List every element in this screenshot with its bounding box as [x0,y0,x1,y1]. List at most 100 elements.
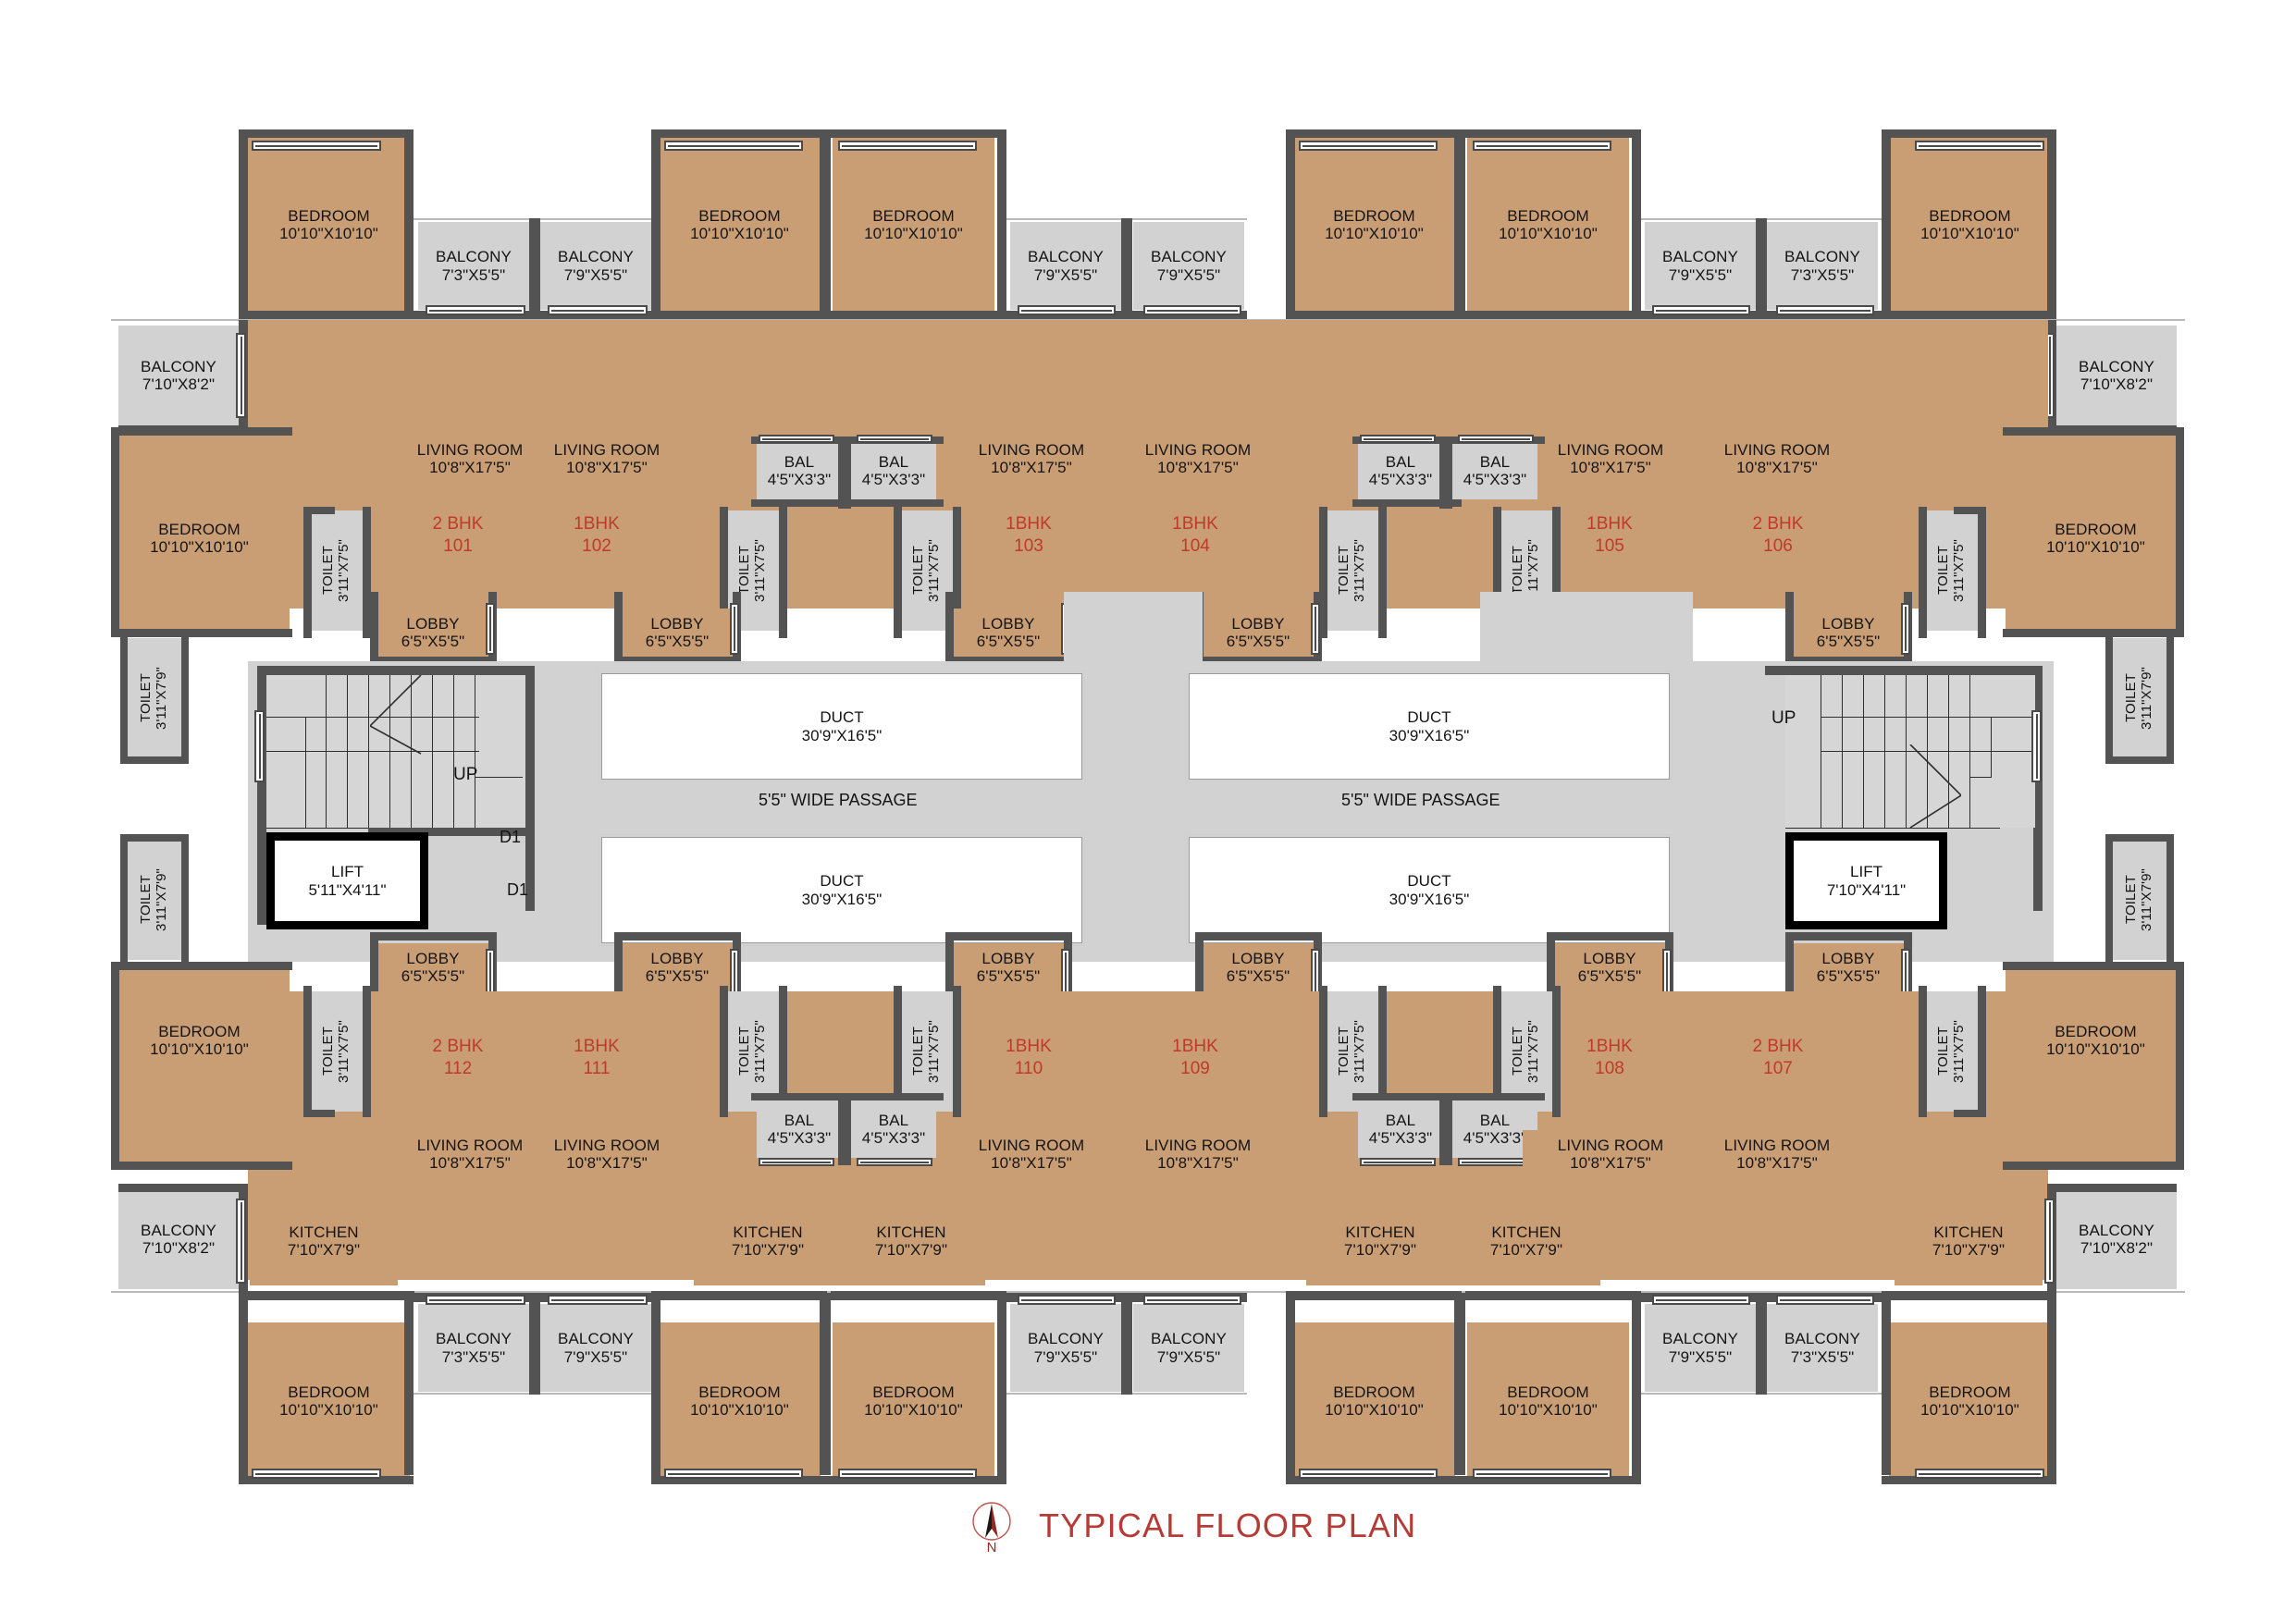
room-dim: 3'11"X7'5" [752,1020,768,1083]
room-toilet: TOILET 3'11"X7'9" [2113,840,2166,960]
unit-number: 110 [1014,1058,1043,1078]
unit-tag: 1BHK 108 [1545,1036,1674,1080]
room-label: KITCHEN [1491,1223,1562,1241]
room-bedroom: BEDROOM 10'10"X10'10" [2015,1008,2177,1073]
room-label: LOBBY [1821,614,1875,633]
svg-text:N: N [987,1540,997,1554]
unit-type: 1BHK [1172,1037,1218,1056]
duct-dim: 30'9"X16'5" [1389,890,1470,908]
room-label: KITCHEN [733,1223,803,1241]
room-dim: 7'10"X8'2" [2080,1239,2154,1257]
room-dim: 10'10"X10'10" [1499,225,1598,242]
room-living: LIVING ROOM 10'8"X17'5" [1523,435,1698,483]
room-label: TOILET [138,673,154,723]
room-label: BALCONY [1784,1330,1860,1348]
room-balcony: BALCONY 7'3"X5'5" [418,1304,529,1392]
room-balcony: BALCONY 7'9"X5'5" [1010,1304,1121,1392]
room-dim: 6'5"X5'5" [976,967,1041,985]
room-label: BALCONY [1784,248,1860,266]
room-dim: 3'11"X7'9" [154,667,169,730]
room-bedroom: BEDROOM 10'10"X10'10" [2015,455,2177,621]
room-bedroom: BEDROOM 10'10"X10'10" [118,1008,280,1073]
room-bedroom: BEDROOM 10'10"X10'10" [659,1322,821,1480]
room-dim: 7'9"X5'5" [1156,1347,1221,1366]
unit-tag: 2 BHK 107 [1713,1036,1843,1080]
room-dim: 7'10"X8'2" [142,375,216,393]
room-label: KITCHEN [1933,1223,2004,1241]
unit-type: 2 BHK [432,514,484,534]
room-dim: 7'3"X5'5" [441,265,506,284]
room-dim: 10'8"X17'5" [1157,1154,1239,1172]
room-bedroom: BEDROOM 10'10"X10'10" [248,137,410,313]
room-balcony: BALCONY 7'10"X8'2" [2056,1189,2177,1289]
room-label: BEDROOM [2055,1022,2137,1040]
duct-dim: 30'9"X16'5" [1389,726,1470,744]
room-bedroom: BEDROOM 10'10"X10'10" [1467,137,1629,313]
room-label: LIVING ROOM [1144,1136,1252,1154]
room-toilet: TOILET 3'11"X7'5" [1926,991,1978,1112]
room-dim: 3'11"X7'5" [1352,539,1367,602]
unit-type: 1BHK [1006,1037,1052,1056]
room-bedroom: BEDROOM 10'10"X10'10" [1889,137,2051,313]
room-kitchen: KITCHEN 7'10"X7'9" [837,1197,985,1285]
lift-label: LIFT [1850,862,1882,880]
room-toilet: TOILET 3'11"X7'9" [128,840,181,960]
room-dim: 10'8"X17'5" [991,459,1072,476]
room-label: LIVING ROOM [1144,440,1252,459]
room-dim: 10'10"X10'10" [690,1401,789,1419]
room-dim: 10'10"X10'10" [864,225,963,242]
duct: DUCT 30'9"X16'5" [1186,834,1673,946]
room-label: BEDROOM [2055,520,2137,538]
plan-footer: N TYPICAL FLOOR PLAN [967,1498,1416,1554]
room-lobby: LOBBY 6'5"X5'5" [377,609,488,657]
unit-tag: 1BHK 111 [532,1036,661,1080]
room-label: BEDROOM [698,206,781,225]
room-label: BAL [784,452,815,471]
room-dim: 4'5"X3'3" [1463,1129,1527,1147]
room-label: TOILET [1935,1027,1952,1076]
room-dim: 7'9"X5'5" [1668,265,1733,284]
room-label: BEDROOM [288,206,370,225]
room-label: LIVING ROOM [416,1136,524,1154]
room-lobby: LOBBY 6'5"X5'5" [377,943,488,991]
unit-tag: 1BHK 105 [1545,513,1674,558]
room-label: LOBBY [650,949,704,967]
room-balcony: BALCONY 7'3"X5'5" [418,222,529,310]
room-label: BAL [878,452,909,471]
unit-number: 105 [1595,535,1624,556]
room-balcony: BALCONY 7'9"X5'5" [1133,222,1244,310]
room-label: BEDROOM [1507,206,1589,225]
room-dim: 7'10"X7'9" [1932,1241,2006,1259]
room-label: LIVING ROOM [1557,1136,1664,1154]
room-label: TOILET [736,1027,753,1076]
duct-label: DUCT [1407,707,1451,726]
unit-number: 111 [583,1058,611,1078]
room-bedroom: BEDROOM 10'10"X10'10" [1467,1322,1629,1480]
room-bedroom: BEDROOM 10'10"X10'10" [118,455,280,621]
unit-type: 1BHK [1006,514,1052,534]
room-lobby: LOBBY 6'5"X5'5" [1203,943,1314,991]
room-dim: 7'10"X7'9" [287,1241,361,1259]
room-dim: 7'9"X5'5" [1033,1347,1098,1366]
room-label: LOBBY [1821,949,1875,967]
room-label: BALCONY [141,357,216,375]
room-label: TOILET [1336,546,1352,596]
room-label: LOBBY [1583,949,1636,967]
room-dim: 6'5"X5'5" [976,633,1041,650]
room-balcony-small: BAL 4'5"X3'3" [851,1100,936,1158]
room-label: BALCONY [1028,1330,1104,1348]
unit-tag: 1BHK 109 [1130,1036,1260,1080]
room-living: LIVING ROOM 10'8"X17'5" [1523,1130,1698,1178]
unit-number: 109 [1180,1058,1210,1078]
room-label: TOILET [138,875,154,925]
room-dim: 6'5"X5'5" [1226,967,1290,985]
room-dim: 4'5"X3'3" [767,1129,832,1147]
stair-flight-break-icon [1909,744,1961,829]
unit-type: 1BHK [1586,1037,1633,1056]
duct-label: DUCT [820,707,864,726]
room-dim: 3'11"X7'5" [336,1020,352,1083]
room-bedroom: BEDROOM 10'10"X10'10" [248,1322,410,1480]
room-dim: 10'10"X10'10" [150,1040,249,1058]
room-dim: 10'10"X10'10" [1920,225,2019,242]
room-dim: 10'8"X17'5" [566,1154,648,1172]
